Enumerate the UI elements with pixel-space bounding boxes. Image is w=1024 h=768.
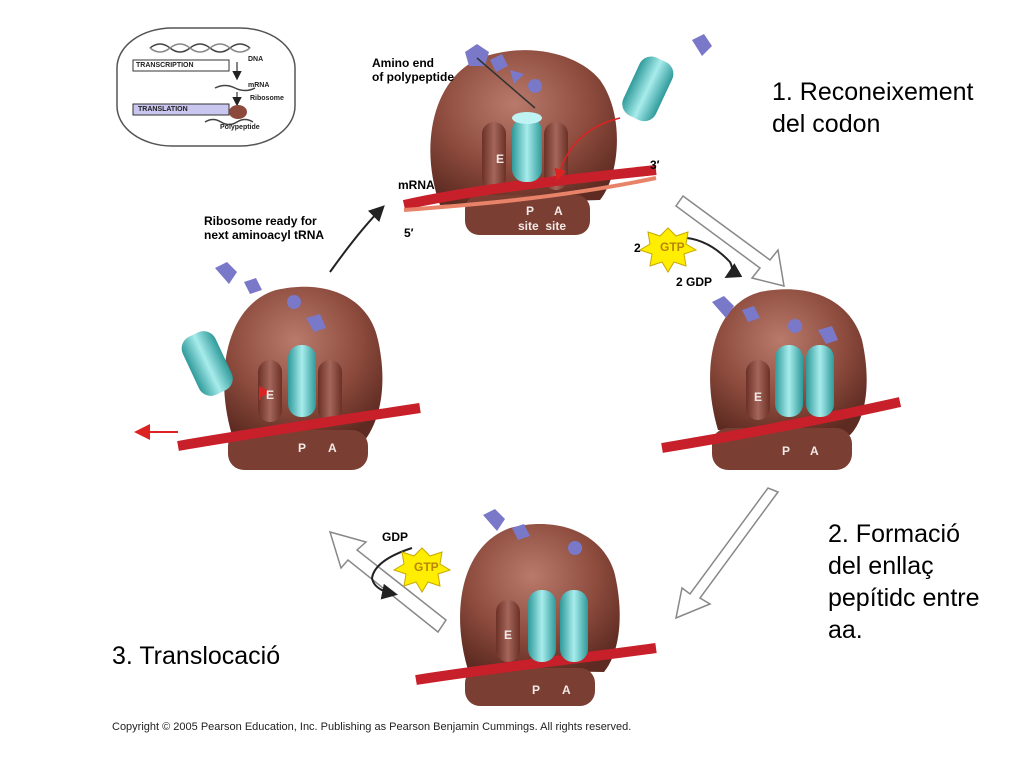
bottom-site-p: P xyxy=(532,683,541,697)
cycle-arrows xyxy=(328,194,785,634)
overview-inset xyxy=(116,27,296,147)
bottom-site-e: E xyxy=(504,628,513,642)
top-site-p: P xyxy=(526,204,535,218)
gtp-bottom-arrow xyxy=(370,547,413,600)
inset-polypeptide-label: Polypeptide xyxy=(220,124,260,131)
gdp-bottom-label: GDP xyxy=(382,530,409,544)
gtp-burst-bottom xyxy=(392,547,452,593)
ribosome-top xyxy=(402,34,712,235)
copyright-text: Copyright © 2005 Pearson Education, Inc.… xyxy=(112,721,632,733)
left-site-e: E xyxy=(266,388,275,402)
ribosome-right xyxy=(661,289,902,470)
ready-arrow xyxy=(329,205,385,273)
top-site-e: E xyxy=(496,152,505,166)
amino-end-label: Amino end of polypeptide xyxy=(372,56,454,84)
ribosome-bottom xyxy=(415,509,657,706)
inset-ribosome-label: Ribosome xyxy=(250,95,284,102)
step1-title: 1. Reconeixement del codon xyxy=(772,78,974,138)
gtp-bottom-label: GTP xyxy=(414,560,439,574)
right-site-e: E xyxy=(754,390,763,404)
step3-title: 3. Translocació xyxy=(112,642,281,670)
gtp-burst-top xyxy=(638,227,698,273)
right-site-a: A xyxy=(810,444,819,458)
gtp-top-count: 2 xyxy=(634,241,641,255)
ribosome-ready-label: Ribosome ready for next aminoacyl tRNA xyxy=(204,214,325,242)
bottom-site-a: A xyxy=(562,683,571,697)
right-site-p: P xyxy=(782,444,791,458)
top-site-a: A xyxy=(554,204,563,218)
three-prime-label: 3′ xyxy=(650,158,660,172)
inset-dna-label: DNA xyxy=(248,56,264,63)
ribosome-left xyxy=(134,262,421,470)
left-site-a: A xyxy=(328,441,337,455)
inset-translation-label: TRANSLATION xyxy=(138,106,188,113)
top-site-words: site site xyxy=(518,219,567,233)
step2-title: 2. Formació del enllaç pepítidc entre aa… xyxy=(828,520,980,644)
inset-mrna-label: mRNA xyxy=(248,82,270,89)
inset-transcription-label: TRANSCRIPTION xyxy=(136,62,194,69)
gtp-top-label: GTP xyxy=(660,240,685,254)
five-prime-label: 5′ xyxy=(404,226,414,240)
left-site-p: P xyxy=(298,441,307,455)
mrna-label: mRNA xyxy=(398,178,435,192)
gdp-top-label: 2 GDP xyxy=(676,275,713,289)
